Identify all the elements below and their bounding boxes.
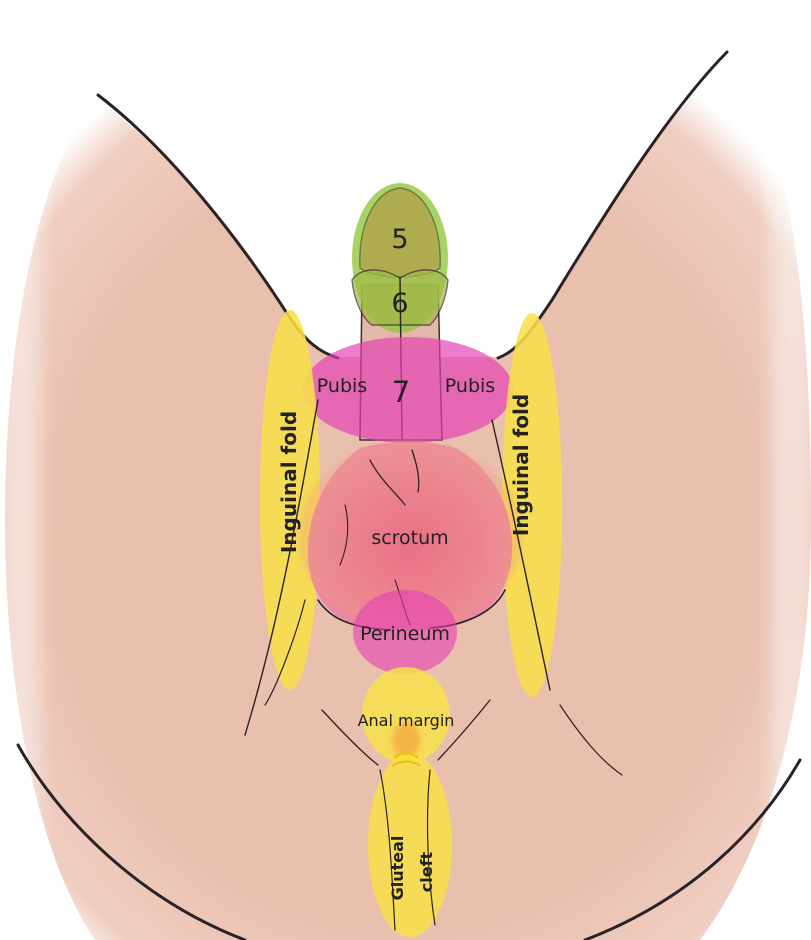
pubis-left-label: Pubis bbox=[317, 375, 367, 397]
zone-7-label: 7 bbox=[392, 375, 410, 409]
scrotum-label: scrotum bbox=[371, 527, 448, 549]
perineum-label: Perineum bbox=[360, 623, 450, 645]
anal-margin-label: Anal margin bbox=[358, 711, 455, 730]
right-edge-fade bbox=[771, 0, 811, 940]
left-edge-fade bbox=[0, 0, 40, 940]
gluteal-cleft-zone bbox=[368, 753, 452, 937]
gluteal-label: Gluteal bbox=[388, 836, 407, 901]
inguinal-fold-left-label: Inguinal fold bbox=[277, 411, 301, 553]
cleft-label: cleft bbox=[417, 851, 436, 892]
zone-5-label: 5 bbox=[391, 224, 408, 255]
zone-6-label: 6 bbox=[391, 288, 408, 319]
inguinal-fold-right-label: Inguinal fold bbox=[509, 394, 533, 536]
pubis-right-label: Pubis bbox=[445, 375, 495, 397]
